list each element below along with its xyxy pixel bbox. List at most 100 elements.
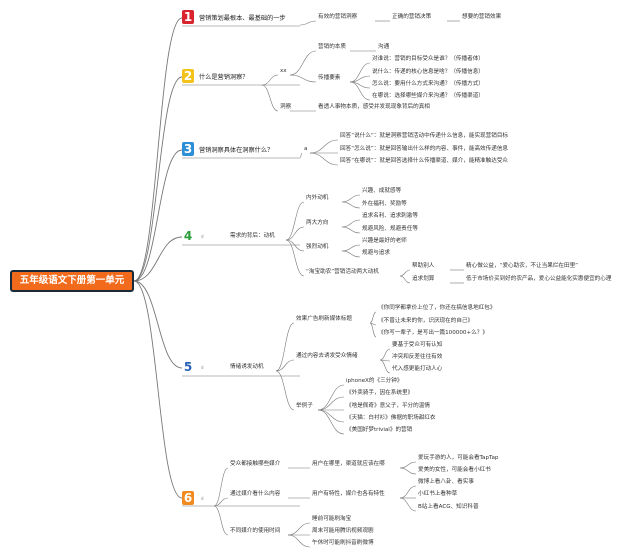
b6-trait-item[interactable]: 小红书上看种草	[418, 491, 458, 497]
b1-effective-insight[interactable]: 有效的营销洞察	[318, 14, 358, 20]
root-node[interactable]: 五年级语文下册第一单元	[10, 270, 134, 292]
branch-3-title: 营销洞察具体在洞察什么？	[199, 146, 274, 154]
b4-seek-bargain[interactable]: 追求划算	[412, 276, 435, 282]
b5-example-item[interactable]: 《天猫：白衬衫》佛据的职场甜红衣	[346, 415, 436, 421]
number-badge-5: 5	[183, 360, 193, 374]
connector-line	[317, 384, 345, 411]
connector-line	[399, 497, 417, 512]
branch-4-node[interactable]: 4 d	[182, 228, 204, 244]
connector-line	[261, 74, 279, 86]
branch-1-node[interactable]: 1 营销策划最根本、最基础的一步	[182, 9, 286, 25]
b4-strong-motive[interactable]: 强烈动机	[306, 244, 329, 250]
b5-emotion-item[interactable]: 要基于受众可有认知	[392, 342, 443, 348]
b4-inner-outer-motive[interactable]: 内外动机	[306, 195, 329, 201]
b1-correct-decision[interactable]: 正确的营销决策	[392, 14, 432, 20]
b2-spread-elements[interactable]: 传播要素	[318, 75, 341, 81]
connector-line	[317, 409, 345, 435]
b5-example-item[interactable]: 《啥是佩奇》意父子，平分的温情	[346, 403, 430, 409]
connector-line	[213, 505, 229, 536]
connector-line	[369, 311, 377, 324]
b6-user-traits[interactable]: 用户有特性，媒介也各有特性	[312, 491, 385, 497]
b3-a[interactable]: a	[304, 146, 308, 152]
connector-line	[369, 322, 377, 338]
b6-channel-item[interactable]: 爱美的女性，可能会看小红书	[418, 467, 491, 473]
b4-seek-bargain-text[interactable]: 低于市场价买到好的农产品，爱心公益能化实惠便宜的心理	[466, 276, 612, 282]
b2-marketing-essence[interactable]: 营销的本质	[318, 44, 346, 50]
connector-line	[341, 226, 361, 234]
b5-example-item[interactable]: iphoneX的《三分钟》	[346, 378, 403, 384]
b5-headline-item[interactable]: 《你写一辈子，是写出一篇100000+么？》	[378, 330, 488, 336]
b4-strong-item[interactable]: 规避与追求	[362, 250, 390, 256]
b6-media-contact[interactable]: 受众都接触哪些媒介	[230, 461, 281, 467]
b4-taobao-campaign[interactable]: “淘宝助农”营销活动两大动机	[306, 269, 379, 275]
b5-examples[interactable]: 举例子	[296, 403, 313, 409]
b5-ad-headlines[interactable]: 效果广告刷新媒体标题	[296, 316, 352, 322]
b4-two-directions[interactable]: 两大方向	[306, 220, 329, 226]
b5-example-item[interactable]: 《外卖骑手，因在系统里》	[346, 390, 414, 396]
connector-line	[341, 250, 361, 258]
number-badge-6: 6	[182, 491, 194, 505]
connector-line	[349, 81, 371, 101]
connector-line	[317, 396, 345, 411]
number-badge-3: 3	[182, 142, 194, 156]
b2-communication[interactable]: 沟通	[378, 44, 390, 50]
b3-item[interactable]: 回答“在哪说”：就是回答选择什么传播渠道、媒介，能精准触达受众	[340, 158, 509, 164]
b4-strong-item[interactable]: 兴趣是最好的老师	[362, 238, 407, 244]
branch-1-title: 营销策划最根本、最基础的一步	[199, 14, 286, 22]
connector-line	[369, 322, 377, 326]
b2-xx[interactable]: xx	[280, 68, 287, 74]
b5-headline-item[interactable]: 《不曾让未来的你，识厌现在的自己》	[378, 318, 474, 324]
b5-headline-item[interactable]: 《你同学都拿价上位了，你还在搞信息地红包》	[378, 305, 496, 311]
branch-2-node[interactable]: 2 什么是营销洞察？	[182, 68, 249, 84]
b2-element-item[interactable]: 对谁说：营销的目标受众是谁？（传播者体）	[372, 56, 484, 62]
b6-time-item[interactable]: 睡前可能刷淘宝	[312, 516, 352, 522]
connector-line	[213, 467, 229, 507]
b2-insight[interactable]: 洞察	[280, 104, 292, 110]
b5-emotion-item[interactable]: 冲突和反差往往有效	[392, 354, 443, 360]
b4-direction-item[interactable]: 追求名利、追求刺激等	[362, 213, 418, 219]
b3-item[interactable]: 回答“怎么说”：就是回答输出什么样的内容、事件，能高效传递信息	[340, 146, 509, 152]
b4-title[interactable]: 需求的背后：动机	[230, 233, 275, 239]
connector-line	[399, 461, 417, 469]
b5-example-item[interactable]: 《美国好梦trivial》的营销	[346, 427, 413, 433]
connector-line	[379, 359, 391, 362]
b3-item[interactable]: 回答“说什么”：就是洞察营销活动中传递什么信息，能实现营销目标	[340, 133, 509, 139]
b6-time-item[interactable]: 周末可能用腾讯视频观剧	[312, 528, 374, 534]
connector-line	[275, 359, 295, 372]
b4-motive-item[interactable]: 外在福利、奖励等	[362, 201, 407, 207]
b2-insight-definition[interactable]: 看透人事物本质，感受并发现现象背后的真相	[318, 104, 430, 110]
number-badge-2: 2	[182, 69, 194, 83]
branch-3-node[interactable]: 3 营销洞察具体在洞察什么？	[182, 141, 273, 157]
b1-desired-effect[interactable]: 想要的营销效果	[462, 14, 502, 20]
connector-line	[261, 84, 279, 112]
connector-line	[317, 409, 345, 423]
connector-line	[399, 467, 417, 475]
connector-line	[299, 20, 317, 26]
b6-user-channel[interactable]: 用户在哪里，渠道就应该在哪	[312, 461, 385, 467]
b5-content-emotion[interactable]: 通过内容去诱发受众情绪	[296, 353, 358, 359]
b6-time-item[interactable]: 午休时可能刷抖音刷微博	[312, 540, 374, 546]
connector-line	[285, 226, 305, 241]
connector-line	[309, 139, 339, 154]
b5-emotion-item[interactable]: 代入感更能打动人心	[392, 366, 443, 372]
b2-element-item[interactable]: 说什么：传递的核心信息是啥？（传播信息）	[372, 69, 484, 75]
b6-trait-item[interactable]: 微博上看八卦、看实事	[418, 479, 474, 485]
b4-direction-item[interactable]: 规避风险、规避责任等	[362, 226, 418, 232]
b6-trait-item[interactable]: B站上看ACG、知识科普	[418, 504, 479, 510]
connector-line	[349, 62, 371, 83]
b2-element-item[interactable]: 在哪说：选择哪些媒介来沟通？（传播渠道）	[372, 93, 484, 99]
b4-help-others[interactable]: 帮助别人	[412, 263, 435, 269]
b4-help-others-text[interactable]: 精心做公益，“爱心助农，不让当果烂在田里”	[466, 263, 579, 269]
b6-media-content[interactable]: 通过媒介看什么内容	[230, 491, 281, 497]
number-badge-4: 4	[183, 229, 193, 243]
connector-line	[399, 275, 411, 284]
b6-channel-item[interactable]: 爱玩手游的人，可能会看TapTap	[418, 455, 499, 461]
branch-6-node[interactable]: 6 d	[182, 490, 204, 506]
b5-title[interactable]: 情绪诱发动机	[230, 364, 264, 370]
b2-element-item[interactable]: 怎么说：要用什么方式来沟通？（传播方式）	[372, 81, 484, 87]
b4-motive-item[interactable]: 兴趣、成就感等	[362, 188, 402, 194]
b6-media-time[interactable]: 不同媒介的使用时间	[230, 528, 281, 534]
number-badge-1: 1	[182, 10, 194, 24]
branch-5-node[interactable]: 5 d	[182, 359, 204, 375]
connector-line	[379, 359, 391, 374]
